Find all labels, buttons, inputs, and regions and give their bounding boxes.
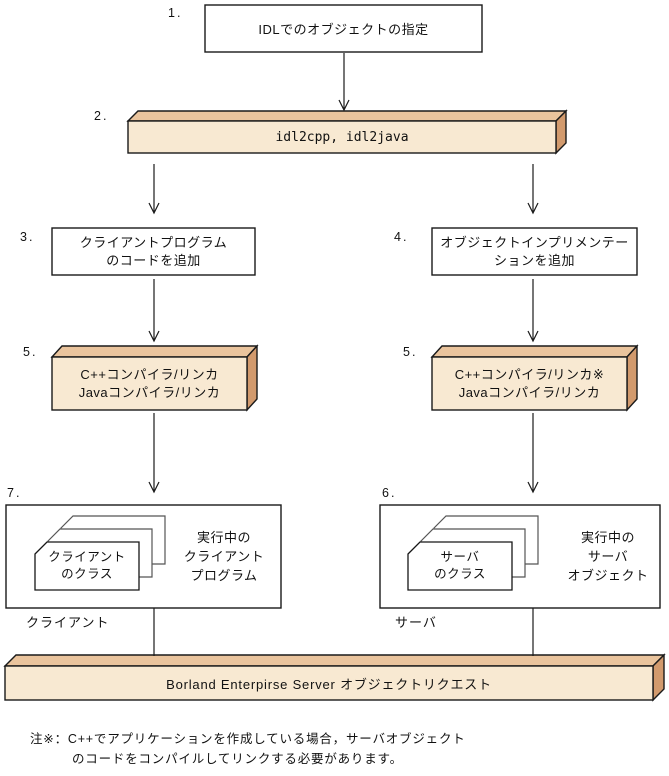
arrowhead-icon bbox=[527, 330, 539, 343]
idl-tools-label: idl2cpp, idl2java bbox=[275, 129, 409, 145]
idl-spec-box bbox=[204, 4, 483, 53]
compiler-right-box-top-face bbox=[430, 345, 639, 358]
arrow-step5-to-client-container bbox=[148, 413, 160, 494]
running-client-line2: クライアント bbox=[183, 549, 265, 564]
arrowhead-icon bbox=[148, 202, 160, 215]
step4-number: 4. bbox=[394, 230, 409, 244]
running-client-line1: 実行中の bbox=[196, 530, 251, 545]
orb-bus-top-face bbox=[3, 654, 666, 667]
compiler-right-box-side-face bbox=[626, 344, 638, 412]
footnote-line2: のコードをコンパイルしてリンクする必要があります。 bbox=[72, 752, 403, 766]
step6-number: 6. bbox=[382, 486, 397, 500]
step5-right-number: 5. bbox=[403, 345, 418, 359]
arrowhead-icon bbox=[148, 481, 160, 494]
server-container-caption: サーバ bbox=[395, 615, 437, 630]
arrowhead-icon bbox=[338, 99, 350, 112]
running-server-line3: オブジェクト bbox=[567, 568, 649, 583]
compiler-right-line2: Javaコンパイラ/リンカ bbox=[458, 384, 601, 400]
arrowhead-icon bbox=[527, 481, 539, 494]
step3-number: 3. bbox=[20, 230, 35, 244]
arrow-step5-to-server-container bbox=[527, 413, 539, 494]
client-container-caption: クライアント bbox=[26, 615, 110, 630]
footnote-line1: 注※：C++でアプリケーションを作成している場合，サーバオブジェクト bbox=[30, 732, 466, 746]
orb-bus-front-face bbox=[4, 665, 654, 701]
server-class-line1: サーバ bbox=[440, 550, 480, 564]
client-code-line1: クライアントプログラム bbox=[79, 234, 228, 250]
step5-left-number: 5. bbox=[23, 345, 38, 359]
idl-tools-box-front-face bbox=[127, 120, 557, 154]
arrow-step2-to-step3 bbox=[148, 164, 160, 215]
idl-spec-label: IDLでのオブジェクトの指定 bbox=[258, 22, 429, 37]
compiler-left-box-front-face bbox=[51, 356, 248, 411]
client-class-line1: クライアント bbox=[48, 550, 126, 564]
client-class-card-front bbox=[34, 541, 140, 591]
running-client-line3: プログラム bbox=[190, 568, 258, 583]
compiler-left-label: C++コンパイラ/リンカ Javaコンパイラ/リンカ bbox=[52, 357, 247, 410]
object-impl-line2: ションを追加 bbox=[493, 252, 575, 268]
client-code-label: クライアントプログラム のコードを追加 bbox=[52, 228, 255, 275]
arrowhead-icon bbox=[148, 330, 160, 343]
idl-tools-box-top-face bbox=[126, 110, 568, 122]
server-class-card-label: サーバ のクラス bbox=[408, 542, 512, 590]
compiler-left-line1: C++コンパイラ/リンカ bbox=[80, 366, 219, 382]
step7-number: 7. bbox=[7, 486, 22, 500]
arrow-step2-to-step4 bbox=[527, 164, 539, 215]
arrowhead-icon bbox=[527, 202, 539, 215]
client-class-card-label: クライアント のクラス bbox=[35, 542, 139, 590]
object-impl-box bbox=[431, 227, 638, 276]
client-class-line2: のクラス bbox=[61, 567, 113, 581]
running-server-line1: 実行中の bbox=[580, 530, 635, 545]
compiler-right-line1: C++コンパイラ/リンカ※ bbox=[454, 366, 605, 382]
server-class-line2: のクラス bbox=[434, 567, 486, 581]
running-client-label: 実行中の クライアント プログラム bbox=[168, 528, 280, 585]
compiler-right-label: C++コンパイラ/リンカ※ Javaコンパイラ/リンカ bbox=[432, 357, 627, 410]
object-impl-line1: オブジェクトインプリメンテー bbox=[440, 234, 629, 250]
step2-number: 2. bbox=[94, 109, 109, 123]
compiler-left-line2: Javaコンパイラ/リンカ bbox=[78, 384, 221, 400]
running-server-line2: サーバ bbox=[587, 549, 629, 564]
object-impl-label: オブジェクトインプリメンテー ションを追加 bbox=[432, 228, 637, 275]
compiler-left-box-top-face bbox=[50, 345, 259, 358]
orb-bus-label: Borland Enterpirse Server オブジェクトリクエスト bbox=[166, 676, 492, 692]
arrow-step3-to-step5-left bbox=[148, 279, 160, 343]
compiler-left-box-side-face bbox=[246, 344, 258, 412]
server-class-card-front bbox=[407, 541, 513, 591]
running-server-label: 実行中の サーバ オブジェクト bbox=[552, 528, 664, 585]
arrow-step4-to-step5-right bbox=[527, 279, 539, 343]
arrow-step1-to-step2 bbox=[338, 53, 350, 112]
client-code-line2: のコードを追加 bbox=[106, 252, 201, 268]
step1-number: 1. bbox=[168, 6, 183, 20]
client-code-box bbox=[51, 227, 256, 276]
compiler-right-box-front-face bbox=[431, 356, 628, 411]
